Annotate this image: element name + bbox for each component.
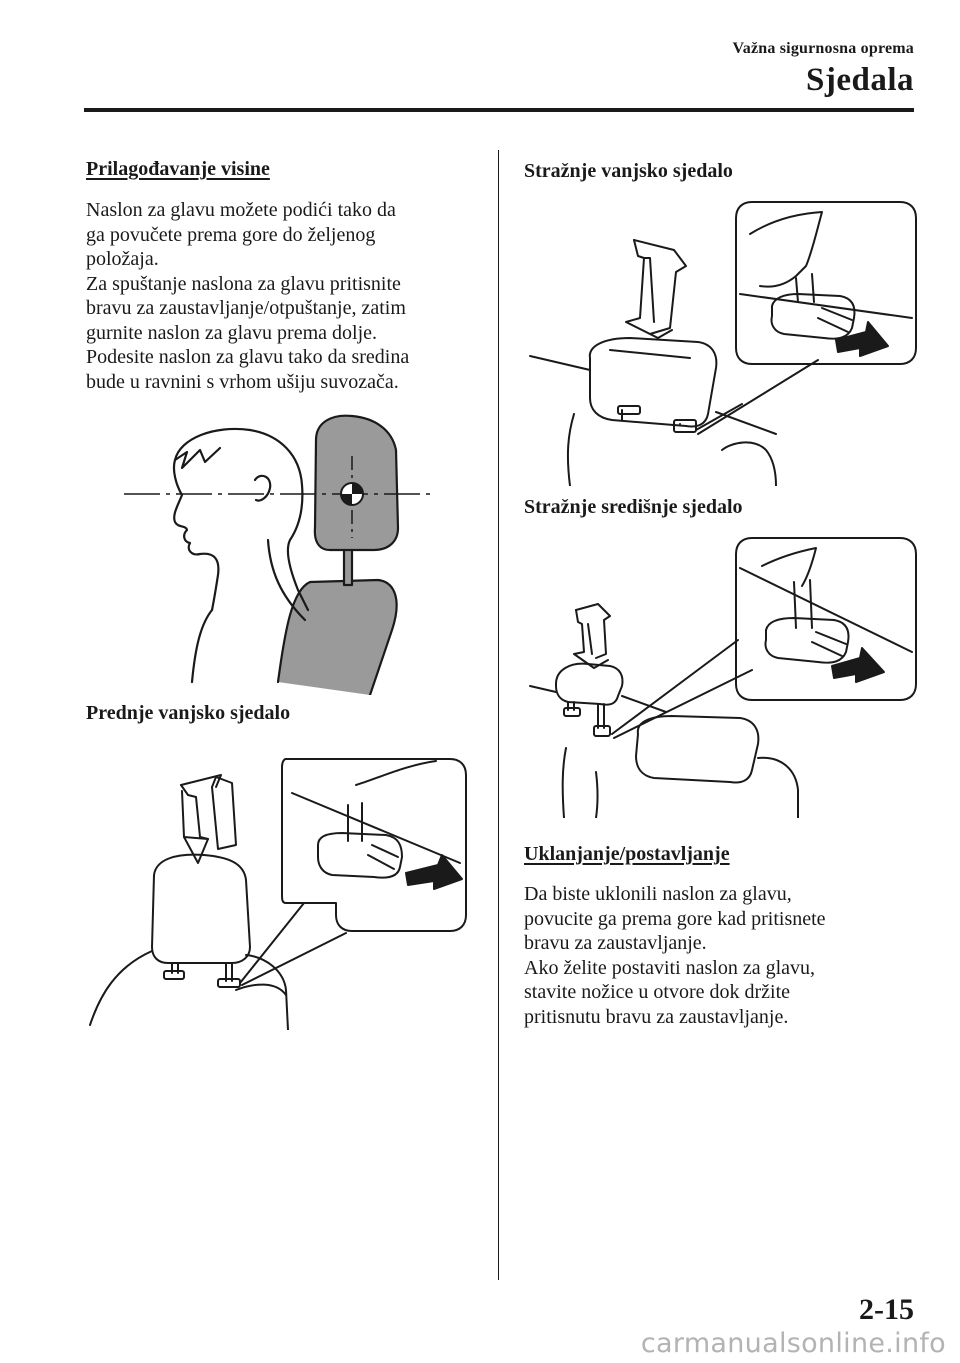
- text-line: bude u ravnini s vrhom ušiju suvozača.: [86, 370, 399, 393]
- text-line: gurnite naslon za glavu prema dolje.: [86, 321, 378, 344]
- column-divider: [498, 150, 499, 1280]
- front-outer-seat-illustration: [89, 758, 467, 1030]
- text-line: bravu za zaustavljanje/otpuštanje, zatim: [86, 297, 406, 319]
- text-line: bravu za zaustavljanje.: [524, 932, 707, 954]
- text-line: Naslon za glavu možete podići tako da: [86, 199, 396, 221]
- head-position-illustration: [124, 414, 432, 695]
- text-line: pritisnutu bravu za zaustavljanje.: [524, 1005, 789, 1028]
- height-heading: Prilagođavanje visine: [86, 158, 270, 180]
- removal-paragraph: Da biste uklonili naslon za glavu, povuc…: [524, 882, 826, 1029]
- rear-center-seat-label: Stražnje središnje sjedalo: [524, 496, 743, 518]
- text-line: Ako želite postaviti naslon za glavu,: [524, 956, 816, 979]
- front-outer-seat-label: Prednje vanjsko sjedalo: [86, 702, 291, 724]
- section-title: Važna sigurnosna oprema: [732, 40, 914, 57]
- rear-outer-seat-illustration: [529, 201, 917, 486]
- text-line: Podesite naslon za glavu tako da sredina: [86, 346, 410, 368]
- text-line: ga povučete prema gore do željenog: [86, 223, 376, 246]
- header-rule: [84, 108, 914, 112]
- text-line: povucite ga prema gore kad pritisnete: [524, 907, 826, 930]
- text-line: stavite nožice u otvore dok držite: [524, 981, 791, 1003]
- height-paragraph: Naslon za glavu možete podići tako da ga…: [86, 198, 409, 394]
- watermark: carmanualsonline.info: [640, 1328, 946, 1359]
- text-line: Da biste uklonili naslon za glavu,: [524, 883, 792, 905]
- rear-center-seat-illustration: [529, 537, 917, 818]
- page-number: 2-15: [859, 1293, 914, 1326]
- rear-outer-seat-label: Stražnje vanjsko sjedalo: [524, 160, 733, 182]
- text-line: položaja.: [86, 248, 159, 270]
- text-line: Za spuštanje naslona za glavu pritisnite: [86, 272, 401, 295]
- page-title: Sjedala: [805, 62, 914, 98]
- removal-heading: Uklanjanje/postavljanje: [524, 843, 730, 865]
